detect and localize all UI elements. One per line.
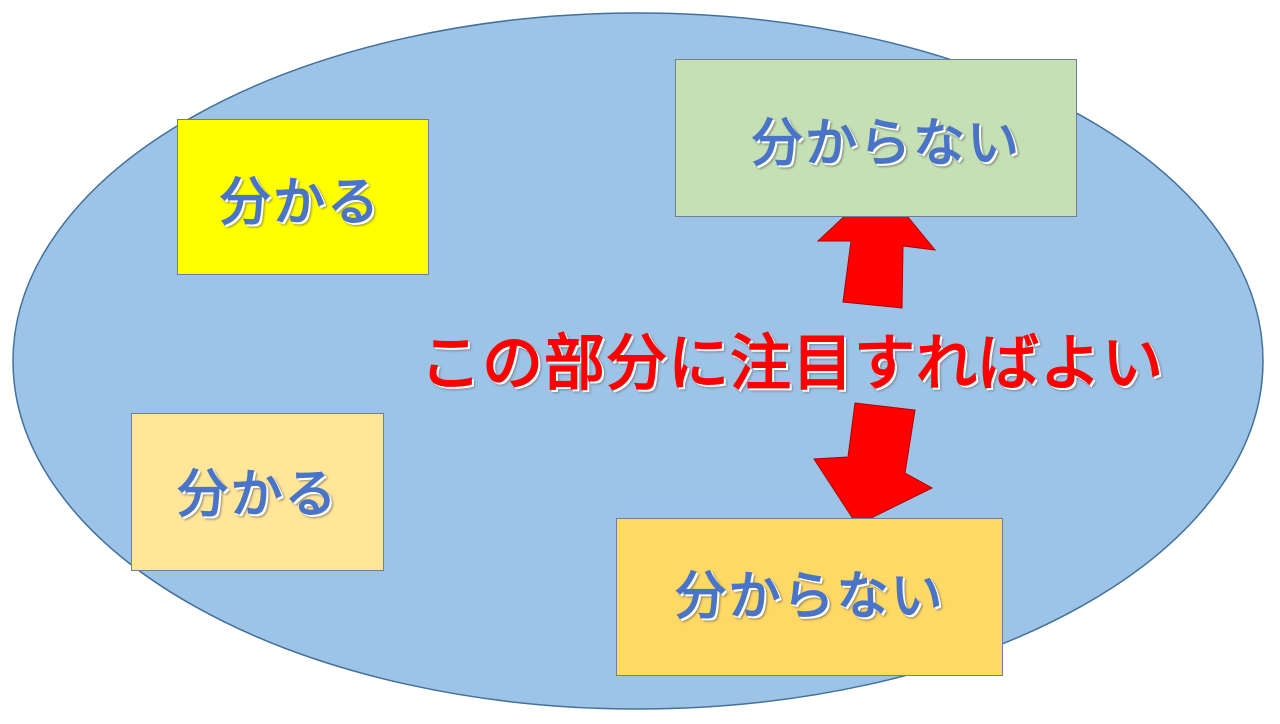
known-box-2: 分かる — [131, 413, 384, 571]
unknown-box-1: 分からない — [675, 59, 1077, 217]
known-box-1: 分かる — [177, 119, 429, 275]
focus-label: この部分に注目すればよい — [420, 328, 1165, 399]
known-box-2-label: 分かる — [176, 464, 339, 525]
unknown-box-1-label: 分からない — [750, 113, 1021, 174]
unknown-box-2: 分からない — [616, 518, 1003, 676]
arrow-down — [813, 402, 934, 526]
unknown-box-2-label: 分からない — [674, 566, 945, 627]
known-box-1-label: 分かる — [218, 172, 381, 233]
